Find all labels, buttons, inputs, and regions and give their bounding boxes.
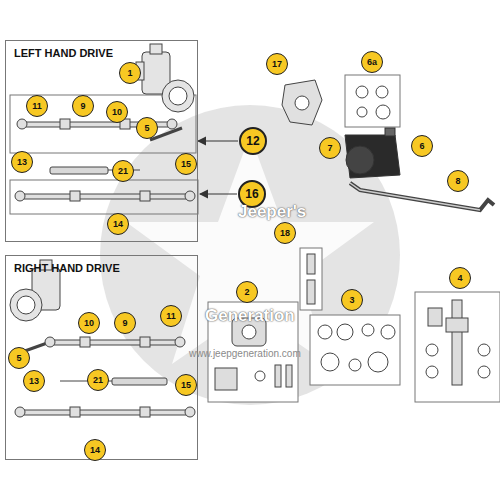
drive-panel: LEFT HAND DRIVE — [5, 40, 198, 242]
callout-number: 15 — [175, 374, 197, 396]
callout-number: 13 — [23, 370, 45, 392]
callout-number: 13 — [11, 151, 33, 173]
callout-number: 9 — [114, 312, 136, 334]
watermark-text: Jeeper's — [238, 202, 306, 222]
watermark-text: Generation — [205, 306, 295, 326]
callout-number: 15 — [175, 153, 197, 175]
callout-number: 14 — [107, 213, 129, 235]
callout-number: 3 — [341, 289, 363, 311]
callout-number: 5 — [8, 347, 30, 369]
callout-number: 5 — [136, 117, 158, 139]
callout-number: 21 — [87, 369, 109, 391]
callout-number: 6 — [411, 135, 433, 157]
callout-number: 4 — [449, 267, 471, 289]
callout-number: 10 — [106, 101, 128, 123]
callout-number: 1 — [119, 62, 141, 84]
callout-number: 7 — [319, 137, 341, 159]
drive-panel: RIGHT HAND DRIVE — [5, 255, 198, 460]
callout-number: 17 — [266, 53, 288, 75]
callout-number: 21 — [112, 160, 134, 182]
callout-number: 12 — [239, 127, 267, 155]
watermark-text: www.jeepgeneration.com — [189, 348, 301, 359]
panel-heading: RIGHT HAND DRIVE — [6, 256, 120, 274]
panel-heading: LEFT HAND DRIVE — [6, 41, 113, 59]
callout-number: 9 — [72, 95, 94, 117]
callout-number: 8 — [447, 170, 469, 192]
callout-number: 18 — [274, 222, 296, 244]
callout-number: 6a — [361, 51, 383, 73]
callout-number: 11 — [26, 95, 48, 117]
callout-number: 2 — [236, 281, 258, 303]
callout-number: 11 — [160, 305, 182, 327]
callout-number: 10 — [78, 312, 100, 334]
callout-number: 14 — [84, 439, 106, 461]
